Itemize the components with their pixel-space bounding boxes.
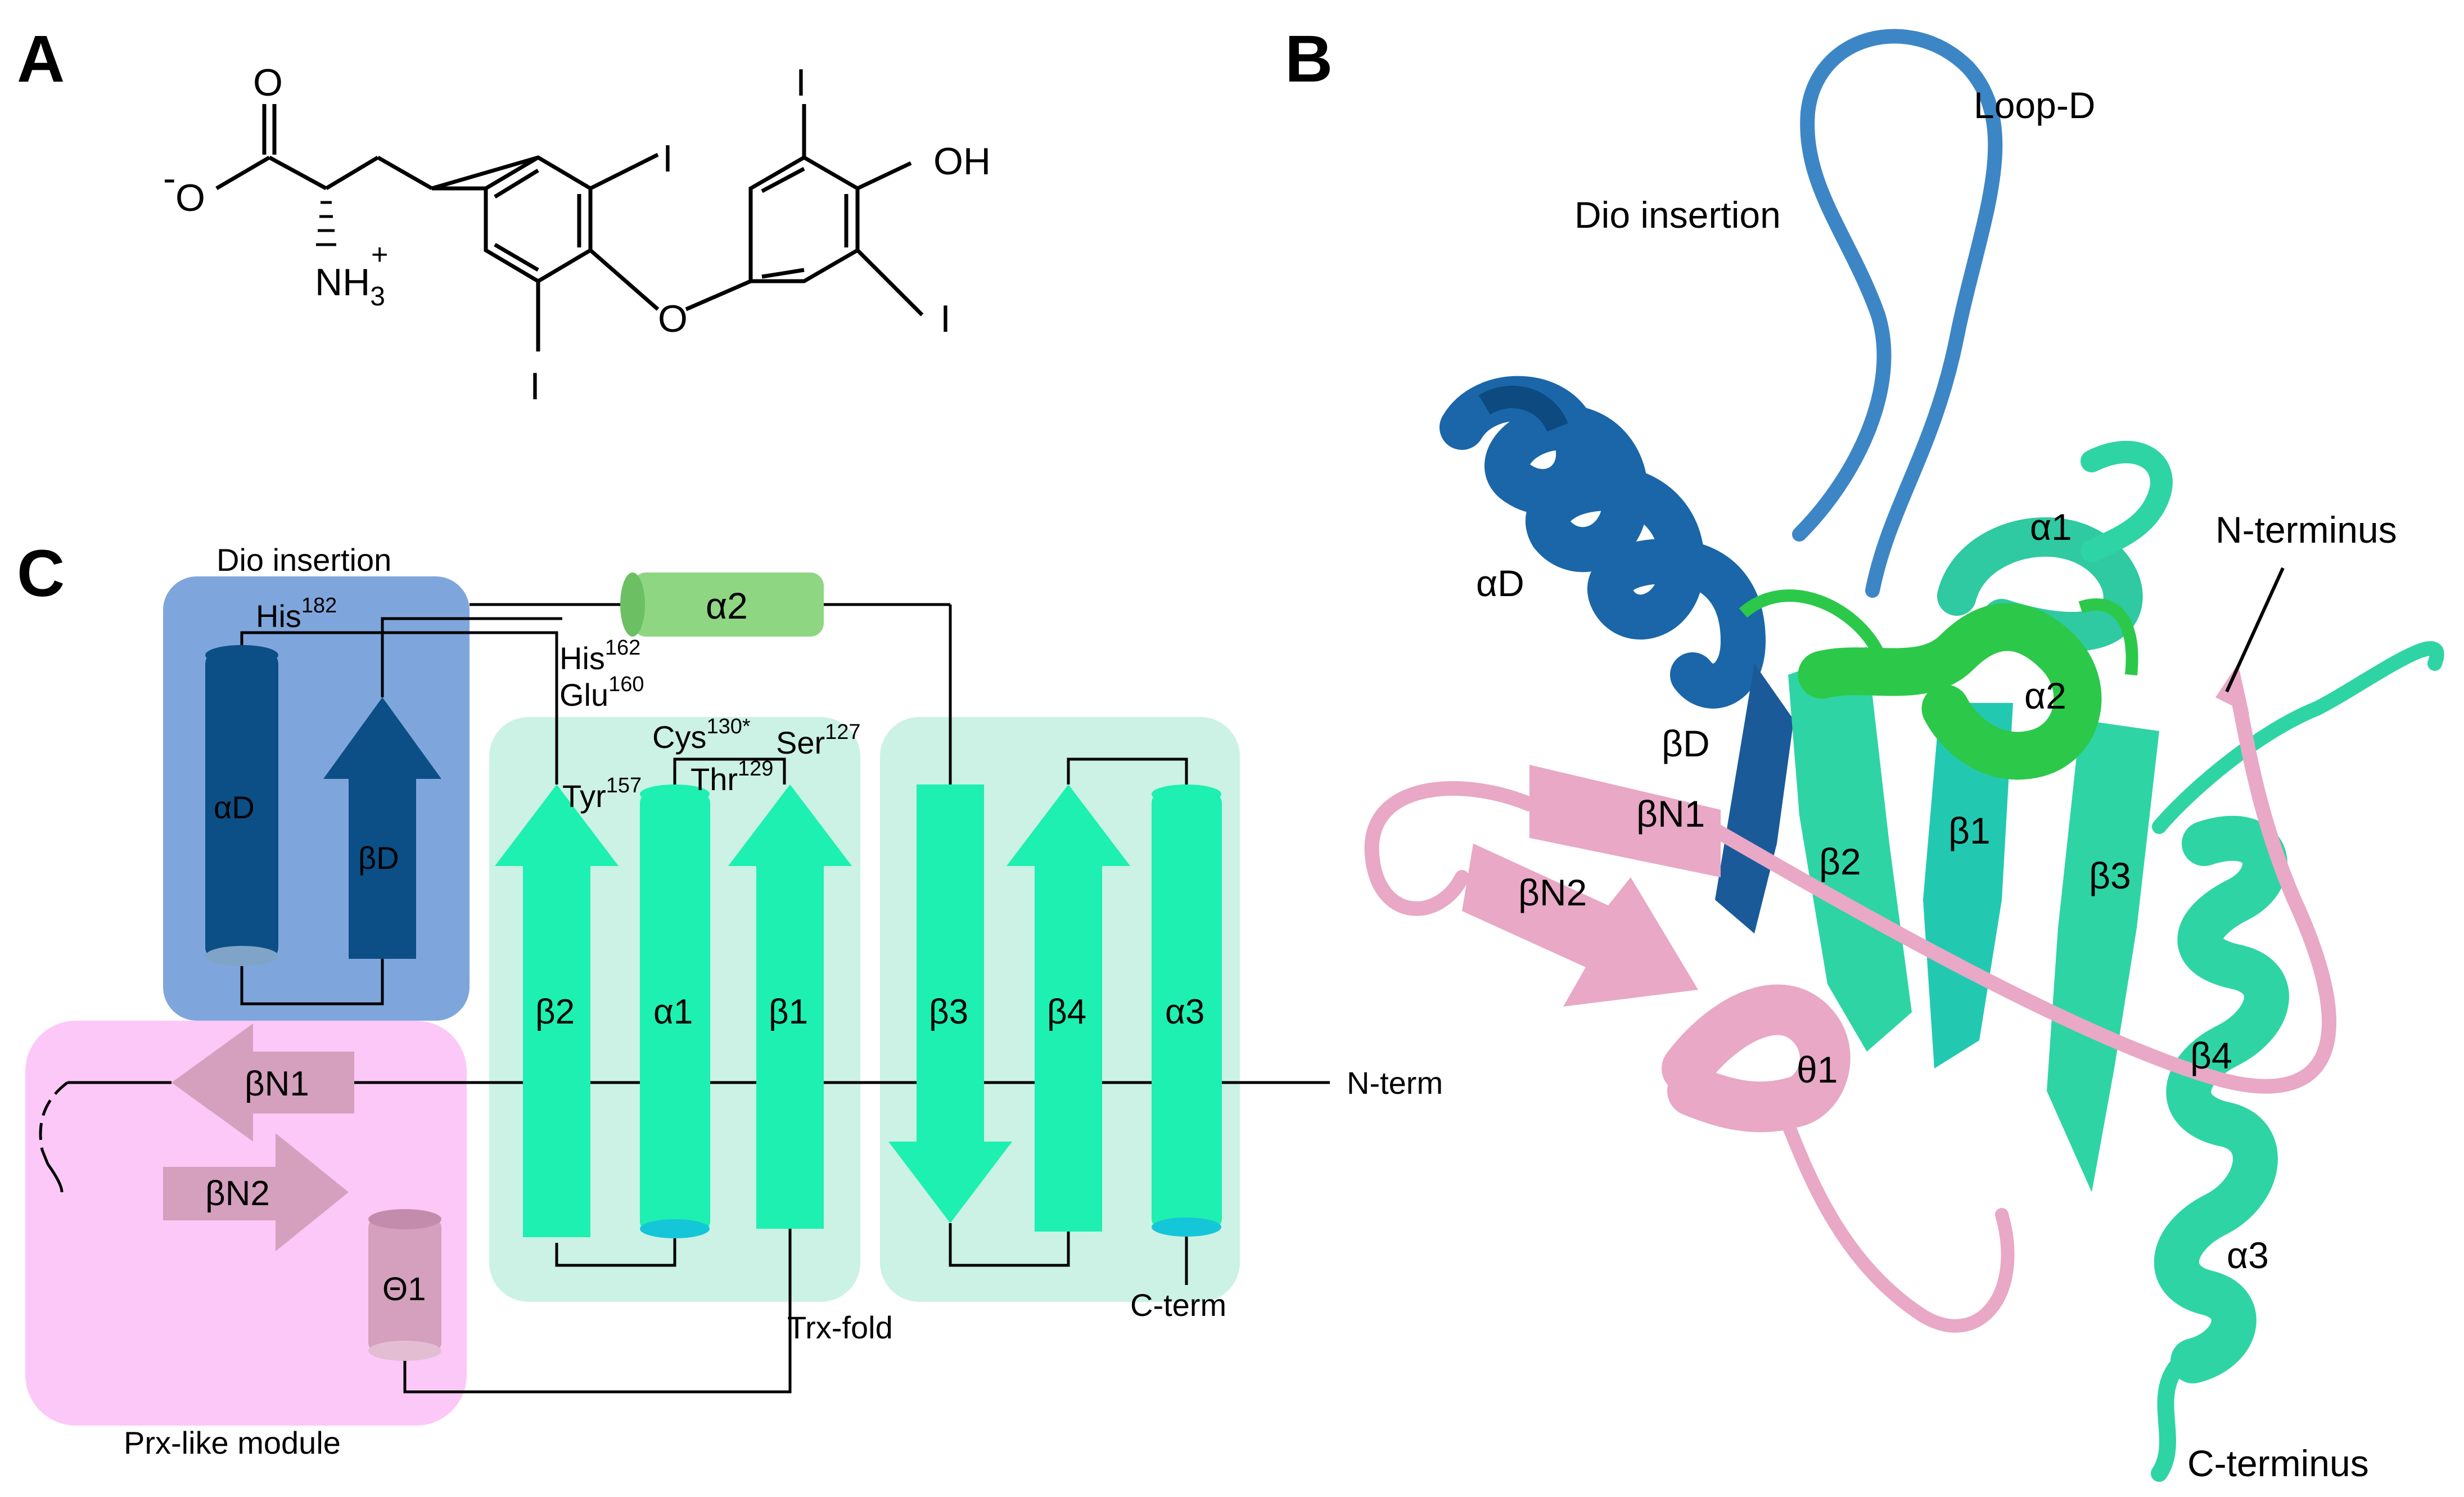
thyroxine-atoms: O - O NH3 + I I O I OH I	[163, 61, 991, 408]
n-term-label: N-term	[1347, 1065, 1443, 1101]
ether-oxygen: O	[658, 297, 688, 340]
residue-thr129: Thr129	[691, 757, 773, 797]
betaN2-strand: βN2	[163, 1133, 349, 1251]
loop-d-label: Loop-D	[1974, 84, 2095, 126]
c-terminus-label: C-terminus	[2187, 1442, 2369, 1484]
n-terminus-pointer	[2225, 567, 2285, 693]
dio-insertion-title: Dio insertion	[216, 542, 391, 578]
theta1-cartoon-helix	[1662, 984, 1851, 1133]
prx-module-title: Prx-like module	[124, 1425, 341, 1460]
residue-his182: His182	[256, 594, 337, 634]
residue-glu160: Glu160	[559, 673, 644, 713]
residue-cys130: Cys130*	[652, 715, 751, 755]
pink-long-strand	[1702, 690, 2336, 1094]
alpha2-helix: α2	[620, 572, 824, 637]
betaD-cartoon-strand	[1715, 664, 1794, 934]
betaN2-cartoon-label: βN2	[1518, 872, 1587, 913]
iodine-bottom: I	[530, 365, 540, 408]
residue-his162: His162	[559, 636, 640, 676]
beta3-strand: β3	[888, 784, 1012, 1223]
alpha1-cartoon-label: α1	[2030, 506, 2072, 548]
beta1-cartoon-label: β1	[1948, 810, 1991, 851]
residue-labels: His182 His162 Glu160 Cys130* Ser127 Tyr1…	[256, 594, 861, 814]
iodine-top-right: I	[662, 137, 673, 180]
theta1-label: Θ1	[382, 1271, 426, 1307]
beta4-strand: β4	[1007, 784, 1130, 1232]
betaN1-strand: βN1	[172, 1023, 354, 1142]
alpha2-cartoon-helix	[1798, 603, 2102, 780]
loop-d	[1792, 29, 2003, 598]
prx-module-box	[25, 1021, 467, 1426]
beta1-cartoon-strand	[1923, 703, 2013, 1068]
betaD-cartoon-label: βD	[1662, 723, 1710, 764]
alpha3-cartoon-helix	[2154, 815, 2289, 1383]
beta3-cartoon-strand	[2047, 720, 2159, 1192]
alphaD-helix: αD	[205, 645, 278, 966]
alpha3-helix: α3	[1152, 784, 1222, 1237]
pink-loop	[1364, 781, 1537, 916]
beta2-strand: β2	[495, 784, 619, 1237]
beta1-strand: β1	[728, 784, 852, 1229]
theta1-cartoon-label: θ1	[1797, 1049, 1838, 1090]
iodine-top: I	[796, 61, 806, 104]
betaN1-label: βN1	[245, 1065, 309, 1103]
betaD-label: βD	[358, 840, 399, 876]
beta4-label: β4	[1047, 993, 1086, 1031]
panel-a-label: A	[17, 22, 65, 96]
alpha1-label: α1	[653, 993, 693, 1031]
hydroxyl: OH	[933, 140, 991, 183]
betaN2-label: βN2	[205, 1174, 270, 1213]
betaN1-cartoon-strand	[1529, 765, 1721, 877]
carboxylate-minus: -	[163, 157, 176, 200]
cartoon-labels: Loop-D Dio insertion N-terminus αD α1 α2…	[1476, 84, 2397, 1484]
thyroxine-structure	[215, 104, 924, 351]
alphaD-cartoon-label: αD	[1476, 562, 1524, 604]
iodine-right: I	[940, 297, 951, 340]
carbonyl-oxygen: O	[253, 61, 283, 104]
beta3-cartoon-label: β3	[2089, 855, 2131, 896]
carboxylate-oxygen: O	[175, 177, 205, 219]
alpha2-label: α2	[706, 585, 748, 626]
amine-charge: +	[371, 238, 388, 271]
trx-fold-title: Trx-fold	[787, 1310, 893, 1345]
betaD-strand: βD	[323, 697, 441, 959]
betaN2-cartoon-strand	[1462, 844, 1698, 1007]
amine-group: NH3	[315, 261, 385, 312]
n-terminus-label: N-terminus	[2215, 509, 2397, 551]
protein-cartoon	[1364, 29, 2444, 1482]
betaN1-cartoon-label: βN1	[1636, 793, 1705, 835]
beta2-label: β2	[535, 993, 575, 1031]
beta4-cartoon-label: β4	[2190, 1035, 2232, 1076]
residue-ser127: Ser127	[776, 720, 861, 760]
alpha3-label: α3	[1165, 993, 1204, 1031]
alphaD-cartoon-helix	[1439, 376, 1766, 709]
panel-c-label: C	[17, 536, 65, 611]
panel-b-label: B	[1285, 22, 1333, 96]
alphaD-label: αD	[214, 790, 255, 825]
residue-tyr157: Tyr157	[562, 774, 642, 814]
alpha1-helix: α1	[640, 784, 710, 1238]
theta1-helix: Θ1	[368, 1209, 441, 1361]
c-term-label: C-term	[1130, 1287, 1226, 1323]
beta1-label: β1	[769, 993, 808, 1031]
beta2-cartoon-strand	[1788, 647, 1912, 1052]
beta3-label: β3	[929, 993, 968, 1031]
alpha3-cartoon-label: α3	[2227, 1234, 2269, 1276]
dio-insertion-label: Dio insertion	[1574, 194, 1781, 236]
alpha2-cartoon-label: α2	[2024, 675, 2066, 716]
beta2-cartoon-label: β2	[1819, 841, 1861, 882]
